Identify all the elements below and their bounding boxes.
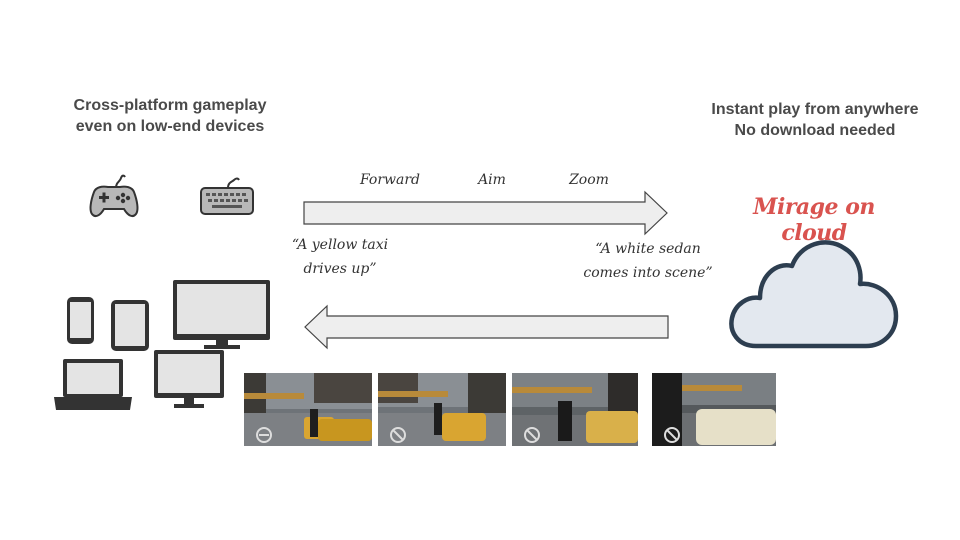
left-heading-line1: Cross-platform gameplay <box>73 97 267 114</box>
game-frame-3 <box>512 373 638 446</box>
caption-right-line1: “A white sedan <box>595 241 701 257</box>
right-heading: Instant play from anywhere No download n… <box>690 99 940 141</box>
right-heading-line2: No download needed <box>734 122 896 139</box>
caption-left-line1: “A yellow taxi <box>291 237 389 253</box>
gamepad-icon <box>89 174 139 218</box>
left-heading-line2: even on low-end devices <box>75 118 265 135</box>
desktop-icon <box>154 350 224 408</box>
keyboard-icon <box>200 177 254 215</box>
game-frame-1 <box>244 373 372 446</box>
phone-icon <box>67 297 94 344</box>
command-aim: Aim <box>478 172 506 188</box>
devices-cluster <box>54 280 270 410</box>
caption-left-line2: drives up” <box>303 261 377 277</box>
right-heading-line1: Instant play from anywhere <box>711 101 919 118</box>
caption-right: “A white sedan comes into scene” <box>578 237 718 285</box>
command-forward: Forward <box>359 172 421 188</box>
laptop-icon <box>54 359 132 410</box>
game-frame-4 <box>652 373 776 446</box>
brand-name: Mirage on cloud <box>753 194 875 246</box>
caption-right-line2: comes into scene” <box>583 265 713 281</box>
left-heading: Cross-platform gameplay even on low-end … <box>50 95 290 137</box>
tablet-icon <box>111 300 149 351</box>
right-arrow <box>303 190 668 236</box>
monitor-icon <box>173 280 270 349</box>
command-zoom: Zoom <box>569 172 609 188</box>
left-arrow <box>304 304 669 350</box>
game-frame-2 <box>378 373 506 446</box>
caption-left: “A yellow taxi drives up” <box>280 233 400 281</box>
cloud-icon <box>729 240 899 349</box>
